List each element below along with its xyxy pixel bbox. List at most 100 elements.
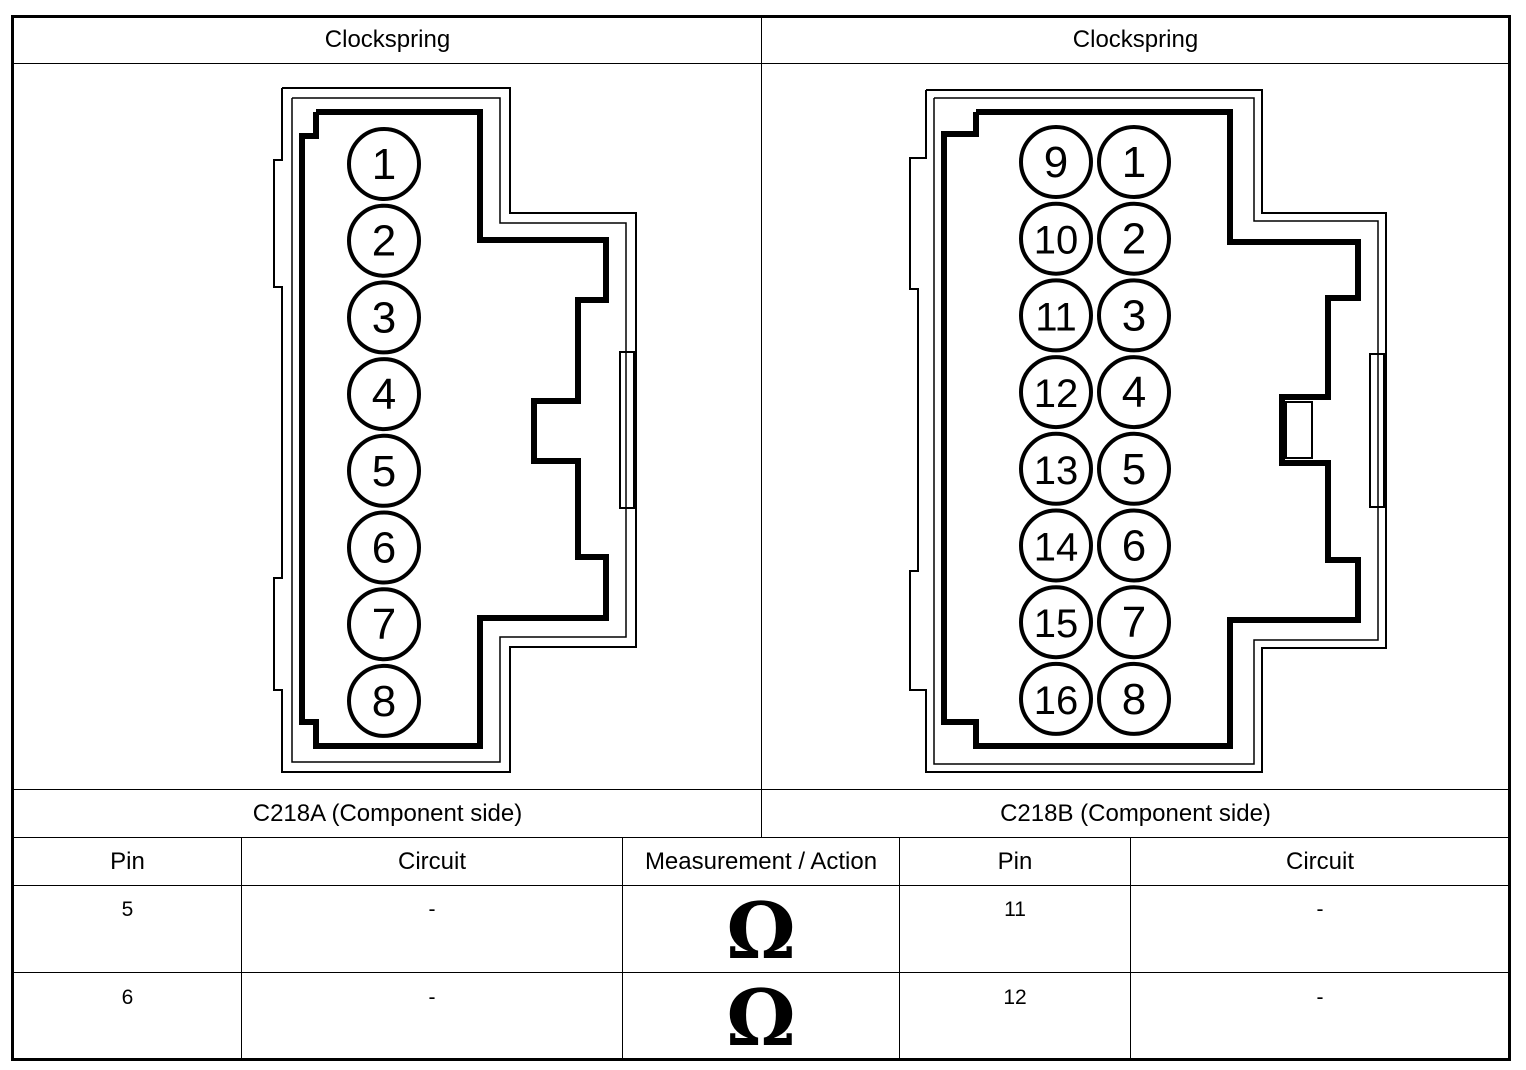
connector-housing-outline <box>909 89 1387 773</box>
pin-label: 6 <box>372 524 396 573</box>
pin-group-a: 1 2 3 4 5 6 7 8 <box>347 127 421 738</box>
connector-body-outline <box>941 109 1361 749</box>
pin-6: 6 <box>347 510 421 585</box>
pin-1: 1 <box>347 127 421 201</box>
pin-circle <box>1097 585 1171 660</box>
latch-tab <box>619 351 635 509</box>
pin-label: 2 <box>372 217 396 266</box>
divider <box>622 837 623 1059</box>
pin-13: 13 <box>1019 431 1093 506</box>
right-connector-caption: C218B (Component side) <box>1000 799 1271 827</box>
divider <box>13 837 1509 838</box>
divider <box>1130 837 1131 1059</box>
pin-label: 1 <box>1122 138 1146 187</box>
table-frame <box>11 15 1511 1061</box>
pin-label: 10 <box>1034 219 1079 263</box>
pin-label: 2 <box>1122 215 1146 264</box>
pin-label: 8 <box>372 677 396 726</box>
pin-circle <box>347 203 421 278</box>
latch-tab <box>1369 353 1385 508</box>
pin-label: 5 <box>372 447 396 496</box>
pin-circle <box>1097 431 1171 506</box>
connector-housing-inner <box>291 97 627 763</box>
pin-circle <box>1019 431 1093 506</box>
pin-circle <box>1097 508 1171 583</box>
header-pin-b: Pin <box>997 847 1033 875</box>
pin-7: 7 <box>347 587 421 662</box>
pin-4: 4 <box>347 357 421 432</box>
pin-label: 5 <box>1122 445 1146 494</box>
left-connector-caption: C218A (Component side) <box>252 799 523 827</box>
pin-circle <box>1019 125 1093 199</box>
header-circuit-a: Circuit <box>397 847 466 875</box>
pin-7: 7 <box>1097 585 1171 660</box>
pin-14: 14 <box>1019 508 1093 583</box>
pin-circle <box>1097 125 1171 199</box>
cell-circuit-b: - <box>1316 898 1324 921</box>
pin-circle <box>1097 201 1171 276</box>
pin-8: 8 <box>1097 661 1171 736</box>
pin-8: 8 <box>347 663 421 738</box>
pin-circle <box>347 357 421 432</box>
connector-housing-outline <box>273 87 637 773</box>
pin-1: 1 <box>1097 125 1171 199</box>
pin-6: 6 <box>1097 508 1171 583</box>
right-panel-title: Clockspring <box>1072 26 1199 53</box>
cell-circuit-b: - <box>1316 986 1324 1009</box>
cell-pin-b: 11 <box>1004 898 1026 921</box>
pin-label: 9 <box>1044 138 1068 187</box>
pin-circle <box>347 280 421 355</box>
pin-label: 4 <box>1122 368 1146 417</box>
cell-pin-a: 5 <box>121 898 134 921</box>
pin-label: 6 <box>1122 522 1146 571</box>
pin-label: 8 <box>1122 675 1146 724</box>
pin-11: 11 <box>1019 278 1093 353</box>
pin-5: 5 <box>347 433 421 508</box>
divider <box>761 17 762 837</box>
pin-label: 4 <box>372 370 396 419</box>
left-panel-title: Clockspring <box>324 26 451 53</box>
pin-4: 4 <box>1097 355 1171 430</box>
pin-label: 16 <box>1034 679 1079 723</box>
connector-c218a: 1 2 3 4 5 6 7 8 <box>273 87 637 773</box>
pin-circle <box>1019 585 1093 660</box>
keying-slot <box>1285 401 1313 459</box>
divider <box>241 837 242 1059</box>
pin-circle <box>1019 661 1093 736</box>
pin-label: 1 <box>372 140 396 189</box>
pin-label: 3 <box>1122 291 1146 340</box>
cell-pin-a: 6 <box>121 986 134 1009</box>
pin-circle <box>1019 201 1093 276</box>
pin-3: 3 <box>1097 278 1171 353</box>
pin-label: 15 <box>1034 602 1079 646</box>
pin-3: 3 <box>347 280 421 355</box>
pin-group-b-left: 9 10 11 12 13 14 15 16 <box>1019 125 1093 736</box>
pin-circle <box>1019 278 1093 353</box>
pin-10: 10 <box>1019 201 1093 276</box>
pin-circle <box>1019 508 1093 583</box>
header-pin-a: Pin <box>110 847 145 875</box>
pin-circle <box>347 663 421 738</box>
pin-circle <box>1097 661 1171 736</box>
divider <box>13 885 1509 886</box>
pin-label: 14 <box>1034 526 1079 570</box>
pin-16: 16 <box>1019 661 1093 736</box>
header-circuit-b: Circuit <box>1285 847 1354 875</box>
pin-group-b-right: 1 2 3 4 5 6 7 8 <box>1097 125 1171 736</box>
ohm-icon: Ω <box>726 886 796 977</box>
connector-body-outline <box>299 109 609 749</box>
pin-label: 7 <box>372 600 396 649</box>
pin-2: 2 <box>1097 201 1171 276</box>
header-measurement: Measurement / Action <box>644 847 878 875</box>
pin-label: 12 <box>1034 372 1079 416</box>
pin-label: 13 <box>1034 449 1079 493</box>
pin-15: 15 <box>1019 585 1093 660</box>
pin-circle <box>1097 355 1171 430</box>
pin-circle <box>347 510 421 585</box>
pin-2: 2 <box>347 203 421 278</box>
pin-label: 3 <box>372 293 396 342</box>
pin-label: 7 <box>1122 598 1146 647</box>
divider <box>899 837 900 1059</box>
